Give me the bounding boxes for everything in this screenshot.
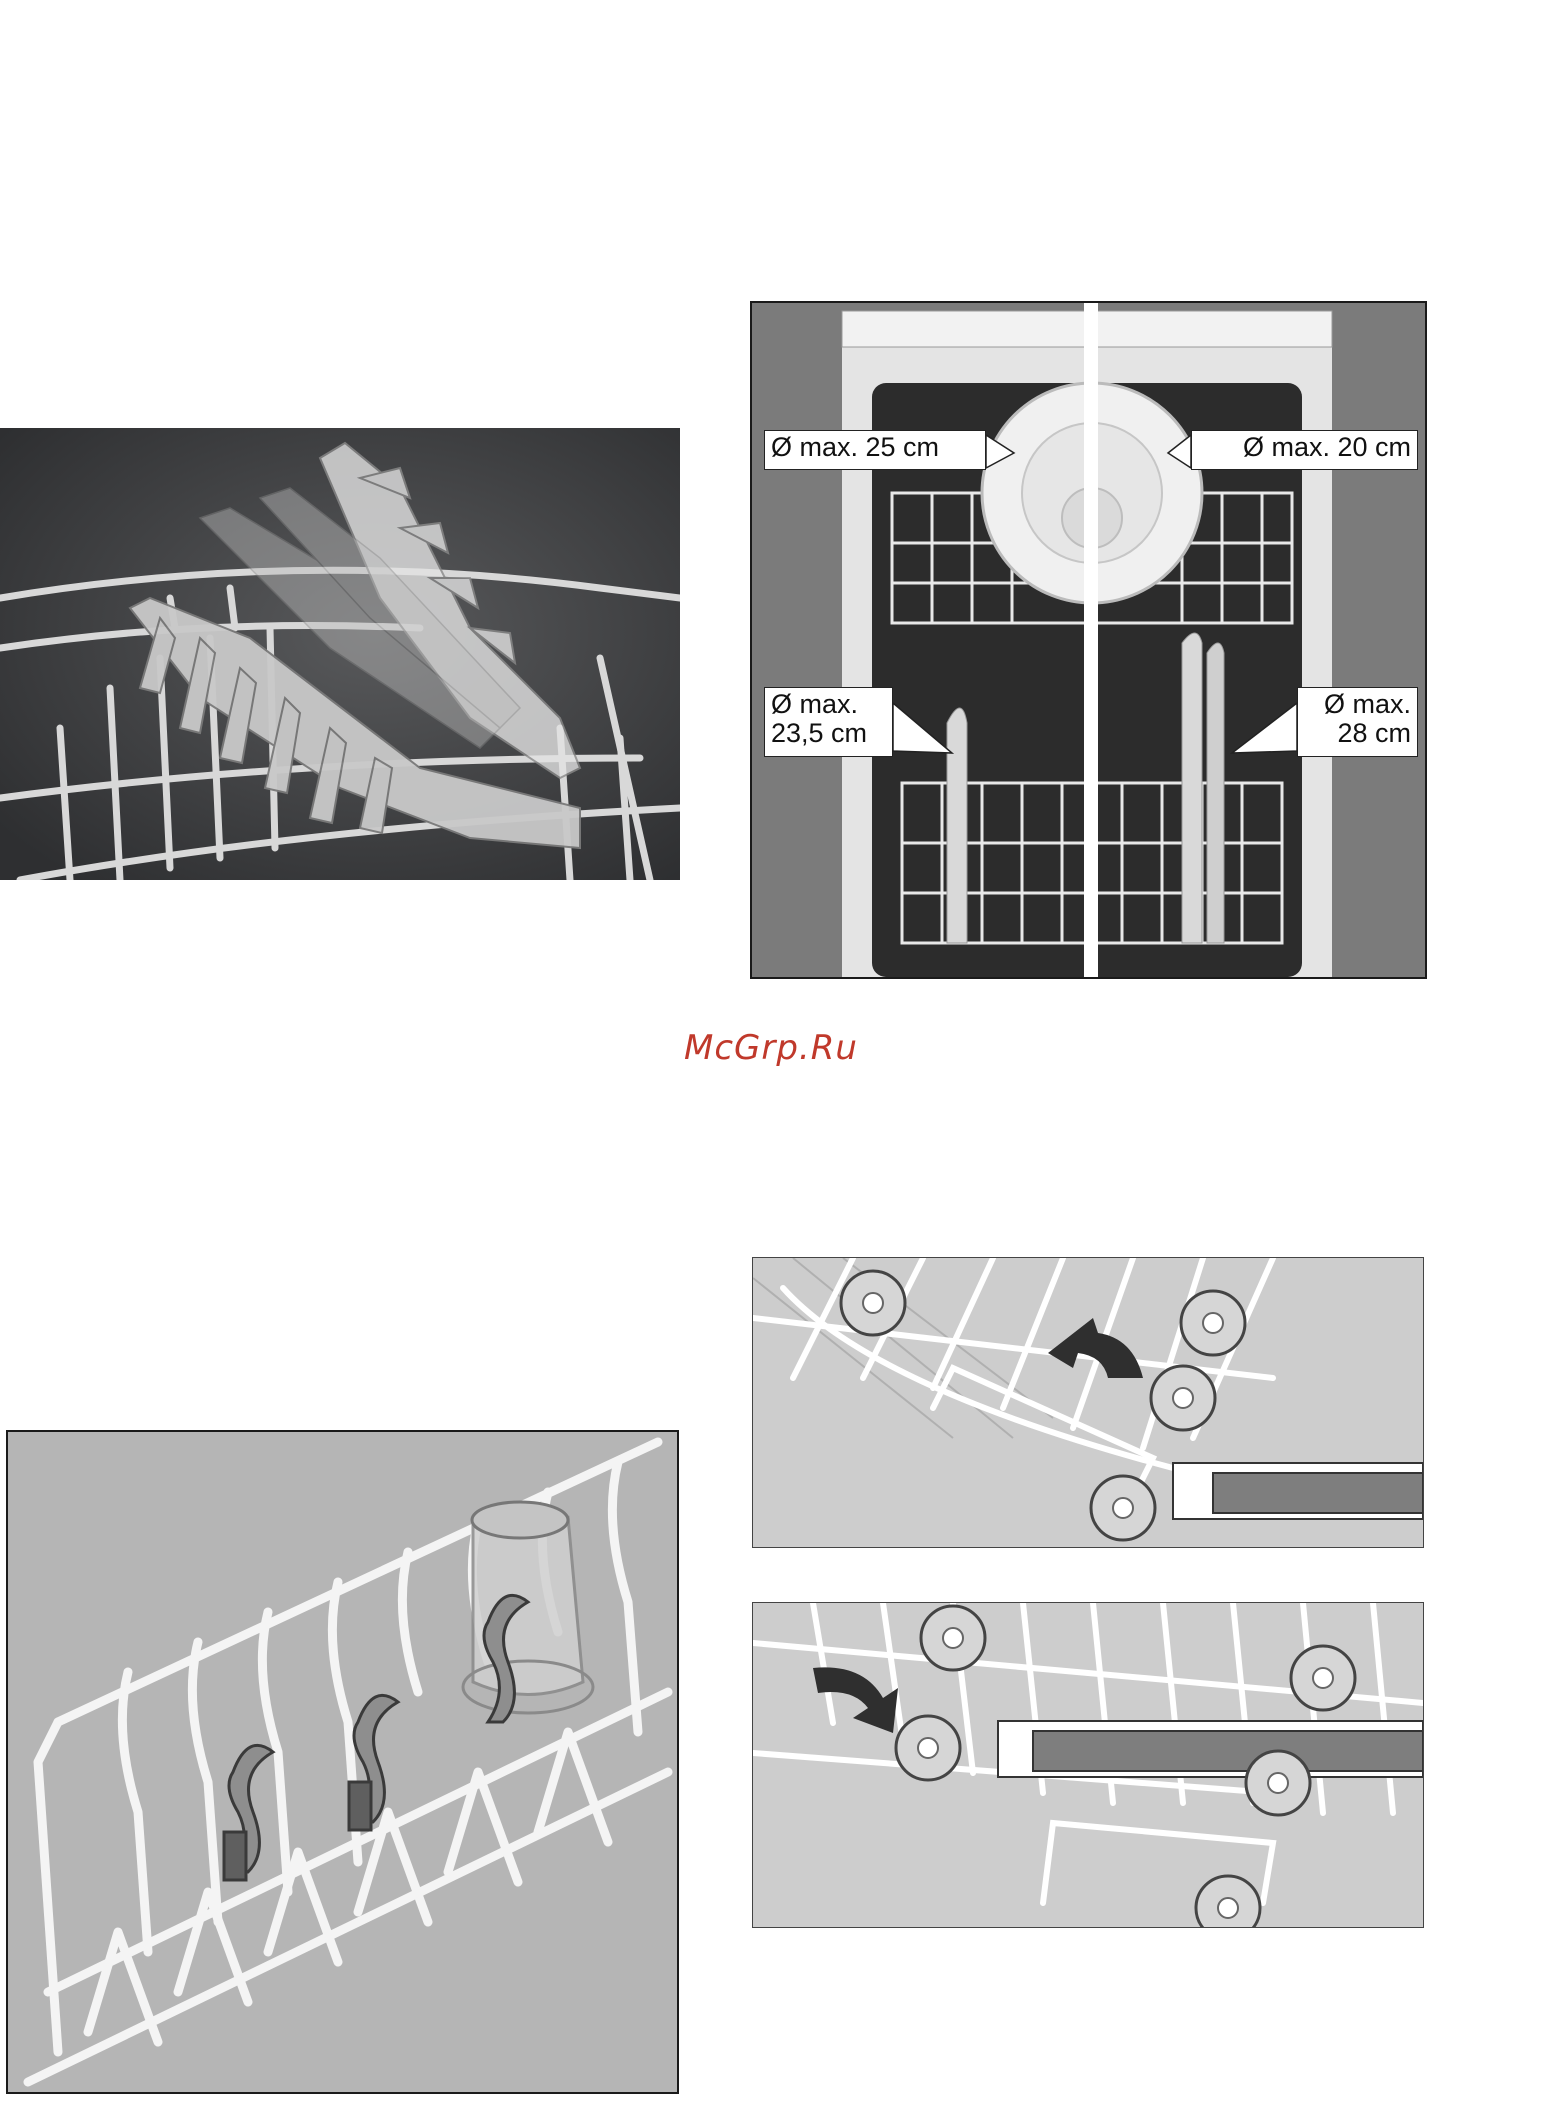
rack-raise-figure (752, 1257, 1424, 1548)
rack-wheel-raise-illustration (753, 1258, 1423, 1547)
glass-holder-figure (6, 1430, 679, 2094)
rack-lower-figure (752, 1602, 1424, 1928)
lower-right-size-line1: Ø max. (1304, 690, 1411, 719)
folding-prongs-figure (0, 428, 680, 880)
lower-right-size-line2: 28 cm (1304, 719, 1411, 748)
dish-size-diagram: Ø max. 25 cm Ø max. 20 cm Ø max. 23,5 cm… (750, 301, 1427, 979)
upper-rack-right-size-label: Ø max. 20 cm (1191, 430, 1418, 470)
lower-left-size-line2: 23,5 cm (771, 719, 886, 748)
lower-left-size-line1: Ø max. (771, 690, 886, 719)
rack-wheel-lower-illustration (753, 1603, 1423, 1927)
folding-prong-rack-illustration (0, 428, 680, 880)
glass-holder-clips-illustration (8, 1432, 677, 2092)
watermark: McGrp.Ru (684, 1028, 884, 1078)
upper-rack-left-size-label: Ø max. 25 cm (764, 430, 986, 470)
dishwasher-front-view-illustration (752, 303, 1425, 977)
lower-rack-right-size-label: Ø max. 28 cm (1297, 687, 1418, 757)
lower-rack-left-size-label: Ø max. 23,5 cm (764, 687, 893, 757)
